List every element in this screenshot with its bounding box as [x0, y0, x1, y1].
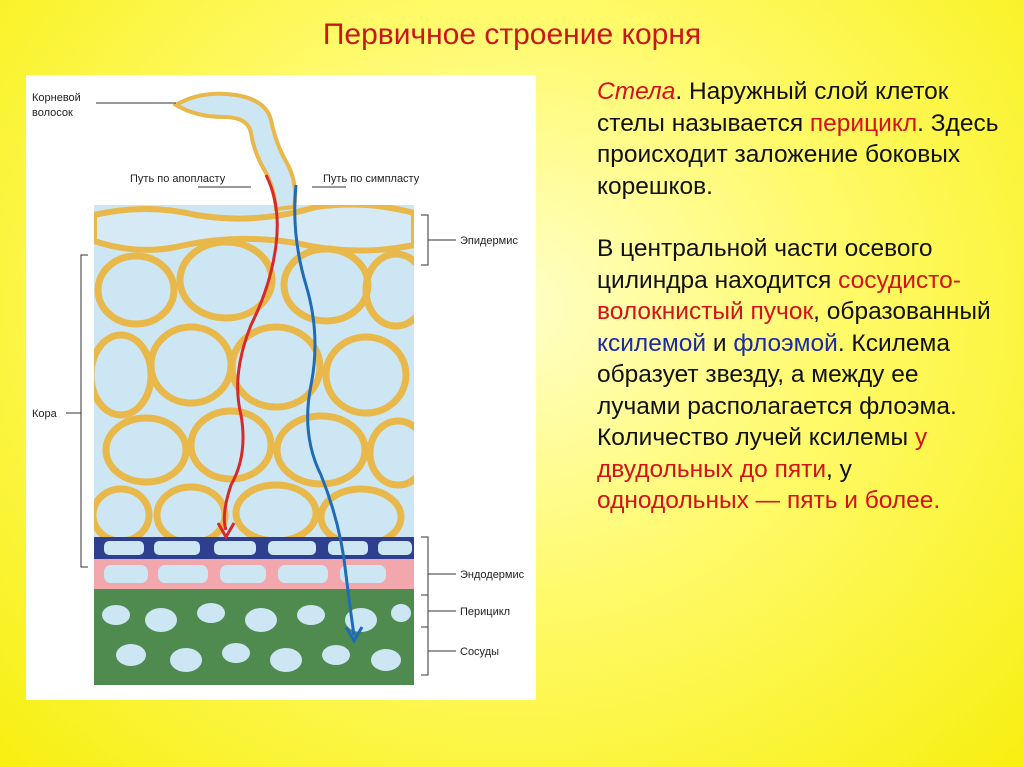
epidermis-label: Эпидермис	[460, 235, 518, 247]
endodermis-label: Эндодермис	[460, 569, 525, 581]
symplast-path	[293, 184, 356, 636]
term-dicots: у двудольных до пяти	[597, 424, 928, 483]
cortex-label: Кора	[32, 408, 58, 420]
term-pericycle: перицикл	[809, 109, 918, 137]
root-hair-label-line2: волосок	[32, 107, 73, 119]
apoplast-label: Путь по апопласту	[130, 173, 226, 185]
pericycle-label: Перицикл	[460, 606, 510, 618]
root-structure-figure: Корневой волосок Путь по апопласту Путь …	[26, 75, 536, 700]
term-vascular-bundle: сосудисто-волокнистый пучок	[597, 266, 961, 326]
apoplast-path	[222, 174, 279, 531]
symplast-label: Путь по симпласту	[323, 173, 420, 185]
vessels-label: Сосуды	[460, 646, 499, 658]
root-diagram: Корневой волосок Путь по апопласту Путь …	[32, 91, 525, 685]
description-text: Стела. Наружный слой клеток стелы называ…	[597, 76, 1007, 517]
apoplast-arrowhead	[216, 522, 236, 541]
symplast-arrowhead	[344, 626, 364, 645]
vessels-layer	[94, 589, 414, 685]
term-phloem: флоэмой	[733, 329, 838, 357]
paragraph-stele: Стела. Наружный слой клеток стелы называ…	[597, 78, 999, 200]
slide-title: Первичное строение корня	[322, 18, 702, 51]
term-xylem: ксилемой	[597, 329, 707, 357]
tissue-layers	[94, 205, 414, 685]
paragraph-central-cylinder: В центральной части осевого цилиндра нах…	[597, 235, 991, 514]
root-hair	[172, 91, 298, 212]
term-stele: Стела	[597, 78, 676, 105]
term-monocots: однодольных — пять и более.	[597, 487, 941, 514]
root-hair-label-line1: Корневой	[32, 92, 81, 104]
